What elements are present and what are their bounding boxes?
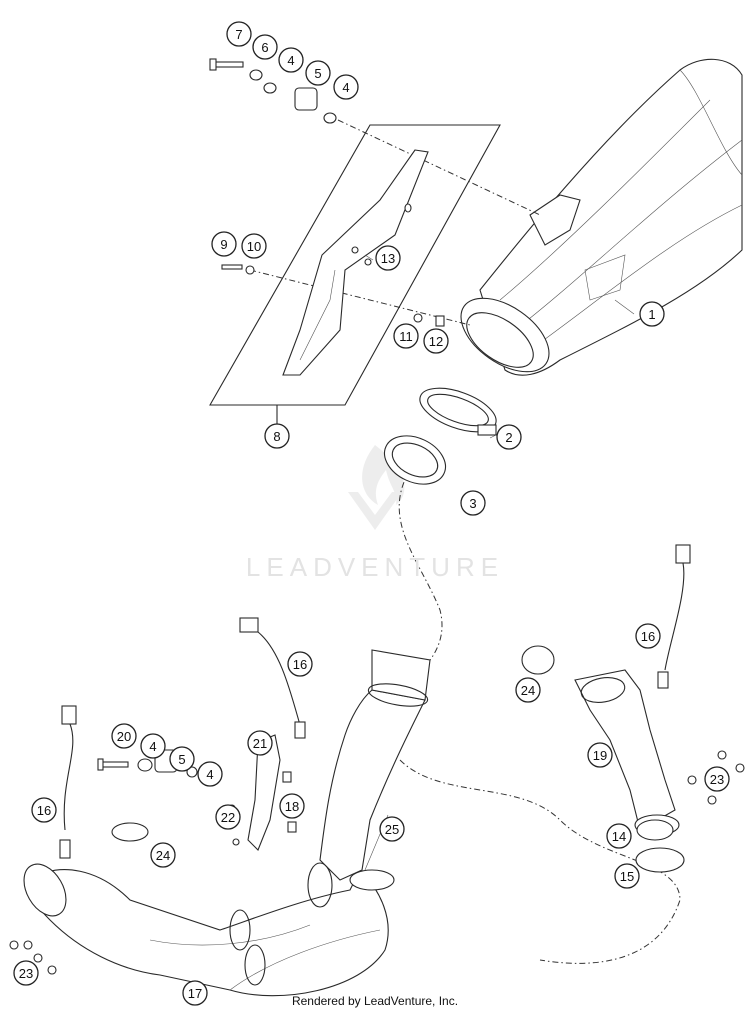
muffler-part	[460, 58, 743, 376]
clamp-part	[419, 387, 497, 436]
svg-text:23: 23	[19, 966, 33, 981]
gasket-24-right	[521, 645, 555, 675]
callout-12: 12	[423, 328, 449, 354]
callout-11: 11	[393, 323, 419, 349]
callout-2: 2	[496, 424, 522, 450]
svg-text:24: 24	[156, 848, 170, 863]
callout-23: 23	[13, 960, 39, 986]
svg-text:1: 1	[648, 307, 655, 322]
header-pipe-part	[23, 649, 431, 997]
svg-text:8: 8	[273, 429, 280, 444]
watermark-text: LEADVENTURE	[245, 552, 505, 582]
svg-text:6: 6	[261, 40, 268, 55]
callout-7: 7	[226, 21, 252, 47]
callout-10: 10	[241, 233, 267, 259]
svg-text:4: 4	[342, 80, 349, 95]
oxygen-sensor-right	[657, 544, 691, 689]
heat-shield-part	[247, 734, 281, 851]
callout-16: 16	[31, 797, 57, 823]
callout-4: 4	[197, 761, 223, 787]
callout-21: 21	[247, 730, 273, 756]
watermark-logo-icon	[348, 445, 405, 530]
svg-text:3: 3	[469, 496, 476, 511]
svg-text:20: 20	[117, 729, 131, 744]
clamp-15	[635, 847, 685, 873]
svg-text:18: 18	[285, 799, 299, 814]
svg-text:24: 24	[521, 683, 535, 698]
svg-text:5: 5	[178, 752, 185, 767]
bolt-hardware-left	[97, 749, 198, 778]
callout-13: 13	[375, 245, 401, 271]
oxygen-sensor-left	[59, 705, 77, 859]
callout-5: 5	[169, 746, 195, 772]
callout-18: 18	[279, 793, 305, 819]
svg-text:16: 16	[641, 629, 655, 644]
callout-19: 19	[587, 742, 613, 768]
callout-16: 16	[635, 623, 661, 649]
svg-text:2: 2	[505, 430, 512, 445]
svg-text:9: 9	[220, 237, 227, 252]
callout-16: 16	[287, 651, 313, 677]
gasket-14	[636, 819, 674, 841]
callout-25: 25	[379, 816, 405, 842]
bracket-kit-frame	[209, 124, 501, 425]
svg-text:14: 14	[612, 829, 626, 844]
callout-4: 4	[278, 47, 304, 73]
svg-text:25: 25	[385, 822, 399, 837]
callout-1: 1	[639, 301, 665, 327]
callout-4: 4	[140, 733, 166, 759]
nuts-left	[9, 940, 57, 975]
svg-text:16: 16	[37, 803, 51, 818]
svg-text:11: 11	[399, 329, 413, 344]
bolt-hardware-top	[209, 58, 445, 327]
callout-24: 24	[515, 677, 541, 703]
callout-9: 9	[211, 231, 237, 257]
callout-17: 17	[182, 980, 208, 1006]
callout-4: 4	[333, 74, 359, 100]
svg-text:4: 4	[149, 739, 156, 754]
svg-text:15: 15	[620, 869, 634, 884]
svg-text:19: 19	[593, 748, 607, 763]
svg-text:4: 4	[206, 767, 213, 782]
callout-20: 20	[111, 723, 137, 749]
callout-6: 6	[252, 34, 278, 60]
svg-text:10: 10	[247, 239, 261, 254]
svg-text:22: 22	[221, 810, 235, 825]
callout-23: 23	[704, 766, 730, 792]
svg-text:7: 7	[235, 27, 242, 42]
svg-text:21: 21	[253, 736, 267, 751]
svg-text:12: 12	[429, 334, 443, 349]
svg-text:23: 23	[710, 772, 724, 787]
callout-5: 5	[305, 60, 331, 86]
gasket-ring-part	[383, 435, 447, 485]
gasket-24-left	[111, 822, 149, 842]
svg-text:13: 13	[381, 251, 395, 266]
svg-text:16: 16	[293, 657, 307, 672]
svg-text:5: 5	[314, 66, 321, 81]
oxygen-sensor-center	[239, 617, 306, 739]
svg-text:4: 4	[287, 53, 294, 68]
callout-3: 3	[460, 490, 486, 516]
callout-8: 8	[264, 423, 290, 449]
clip-hardware	[228, 771, 297, 846]
footer-credit: Rendered by LeadVenture, Inc.	[291, 994, 459, 1008]
callout-24: 24	[150, 842, 176, 868]
callout-22: 22	[215, 804, 241, 830]
callout-15: 15	[614, 863, 640, 889]
nuts-right	[687, 750, 745, 805]
callout-14: 14	[606, 823, 632, 849]
svg-text:17: 17	[188, 986, 202, 1001]
